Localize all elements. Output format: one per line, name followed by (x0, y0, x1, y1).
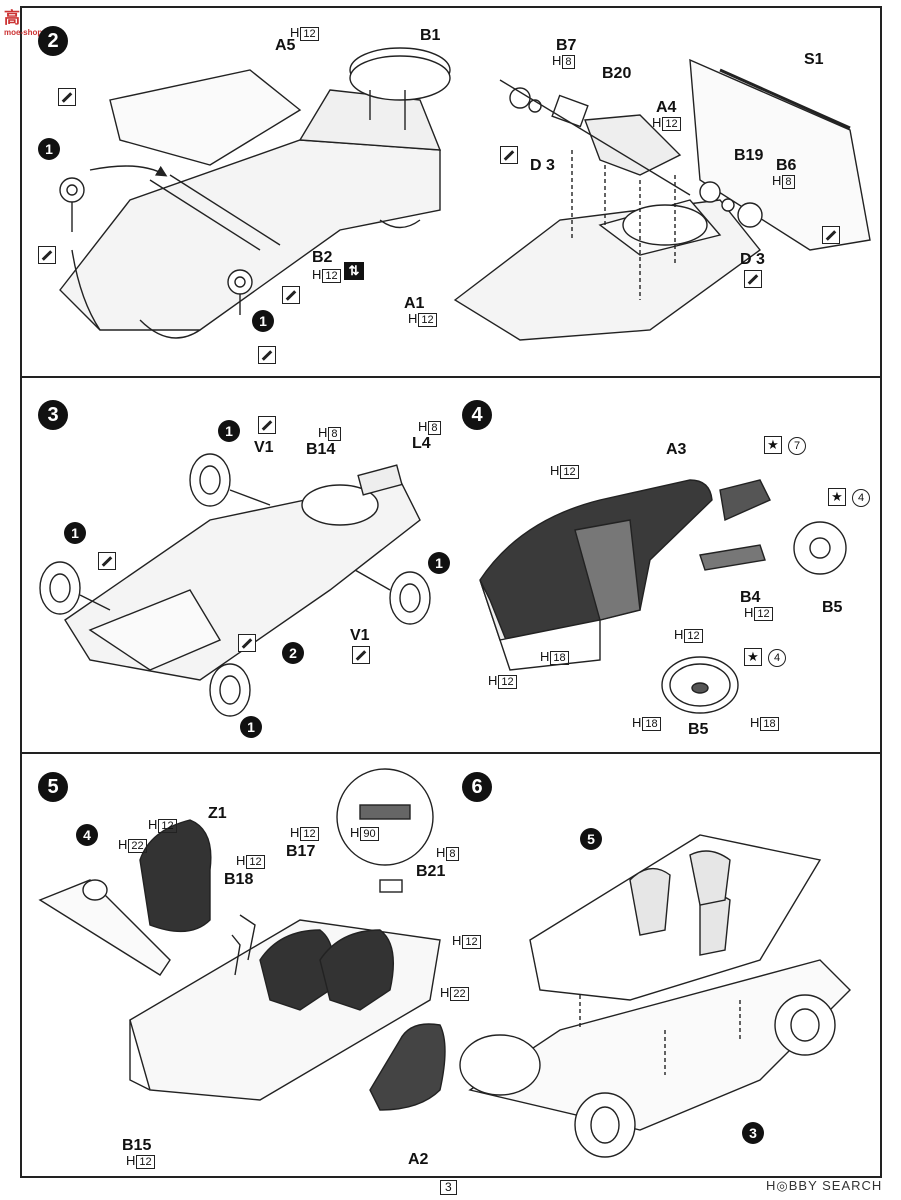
part-label-Z1: Z1 (208, 805, 227, 822)
ref-circle-2: 2 (282, 642, 304, 664)
ref-circle-1: 1 (64, 522, 86, 544)
ref-circle-1: 1 (240, 716, 262, 738)
part-label-B15: B15 (122, 1137, 152, 1154)
part-label-B18: B18 (224, 871, 254, 888)
part-label-A4: A4 (656, 99, 677, 116)
part-label-V1: V1 (254, 439, 274, 456)
part-label-B1: B1 (420, 27, 441, 44)
paint-number: 4 (852, 489, 870, 507)
part-label-B2: B2 (312, 249, 333, 266)
part-label-B4: B4 (740, 589, 761, 606)
part-label-D3: D 3 (530, 157, 555, 174)
paint-number: 7 (788, 437, 806, 455)
cement-icon (258, 346, 276, 364)
part-label-B5: B5 (822, 599, 843, 616)
step-number-3: 3 (38, 400, 68, 430)
part-label-B21: B21 (416, 863, 446, 880)
ref-circle-4: 4 (76, 824, 98, 846)
ref-circle-3: 3 (742, 1122, 764, 1144)
part-label-B6: B6 (776, 157, 797, 174)
step-number-4: 4 (462, 400, 492, 430)
part-label-A1: A1 (404, 295, 425, 312)
page-number: 3 (440, 1180, 457, 1195)
cement-icon (98, 552, 116, 570)
part-label-S1: S1 (804, 51, 824, 68)
part-label-B5: B5 (688, 721, 709, 738)
cement-icon (500, 146, 518, 164)
step-number-5: 5 (38, 772, 68, 802)
step-number-2: 2 (38, 26, 68, 56)
part-label-B19: B19 (734, 147, 764, 164)
cement-icon (238, 634, 256, 652)
cement-icon (744, 270, 762, 288)
part-label-B17: B17 (286, 843, 316, 860)
ref-circle-1: 1 (218, 420, 240, 442)
cement-icon (38, 246, 56, 264)
cement-icon (58, 88, 76, 106)
part-label-A2: A2 (408, 1151, 429, 1168)
ref-circle-1: 1 (38, 138, 60, 160)
part-label-D3: D 3 (740, 251, 765, 268)
part-label-L4: L4 (412, 435, 431, 452)
section-divider-1 (20, 376, 882, 378)
cement-icon (282, 286, 300, 304)
section-divider-2 (20, 752, 882, 754)
cement-icon (352, 646, 370, 664)
ref-circle-1: 1 (252, 310, 274, 332)
watermark: H◎BBY SEARCH (766, 1178, 883, 1193)
part-label-B7: B7 (556, 37, 577, 54)
paint-mark-icon: ★ (764, 436, 782, 454)
instruction-frame (20, 6, 882, 1178)
part-label-A3: A3 (666, 441, 687, 458)
part-label-B20: B20 (602, 65, 632, 82)
part-label-A5: A5 (275, 37, 296, 54)
ref-circle-5: 5 (580, 828, 602, 850)
paint-number: 4 (768, 649, 786, 667)
cement-icon (822, 226, 840, 244)
part-label-B14: B14 (306, 441, 336, 458)
cement-icon (258, 416, 276, 434)
ref-circle-1: 1 (428, 552, 450, 574)
paint-mark-icon: ★ (828, 488, 846, 506)
two-sided-icon: ⇅ (344, 262, 364, 280)
step-number-6: 6 (462, 772, 492, 802)
paint-mark-icon: ★ (744, 648, 762, 666)
part-label-V1: V1 (350, 627, 370, 644)
